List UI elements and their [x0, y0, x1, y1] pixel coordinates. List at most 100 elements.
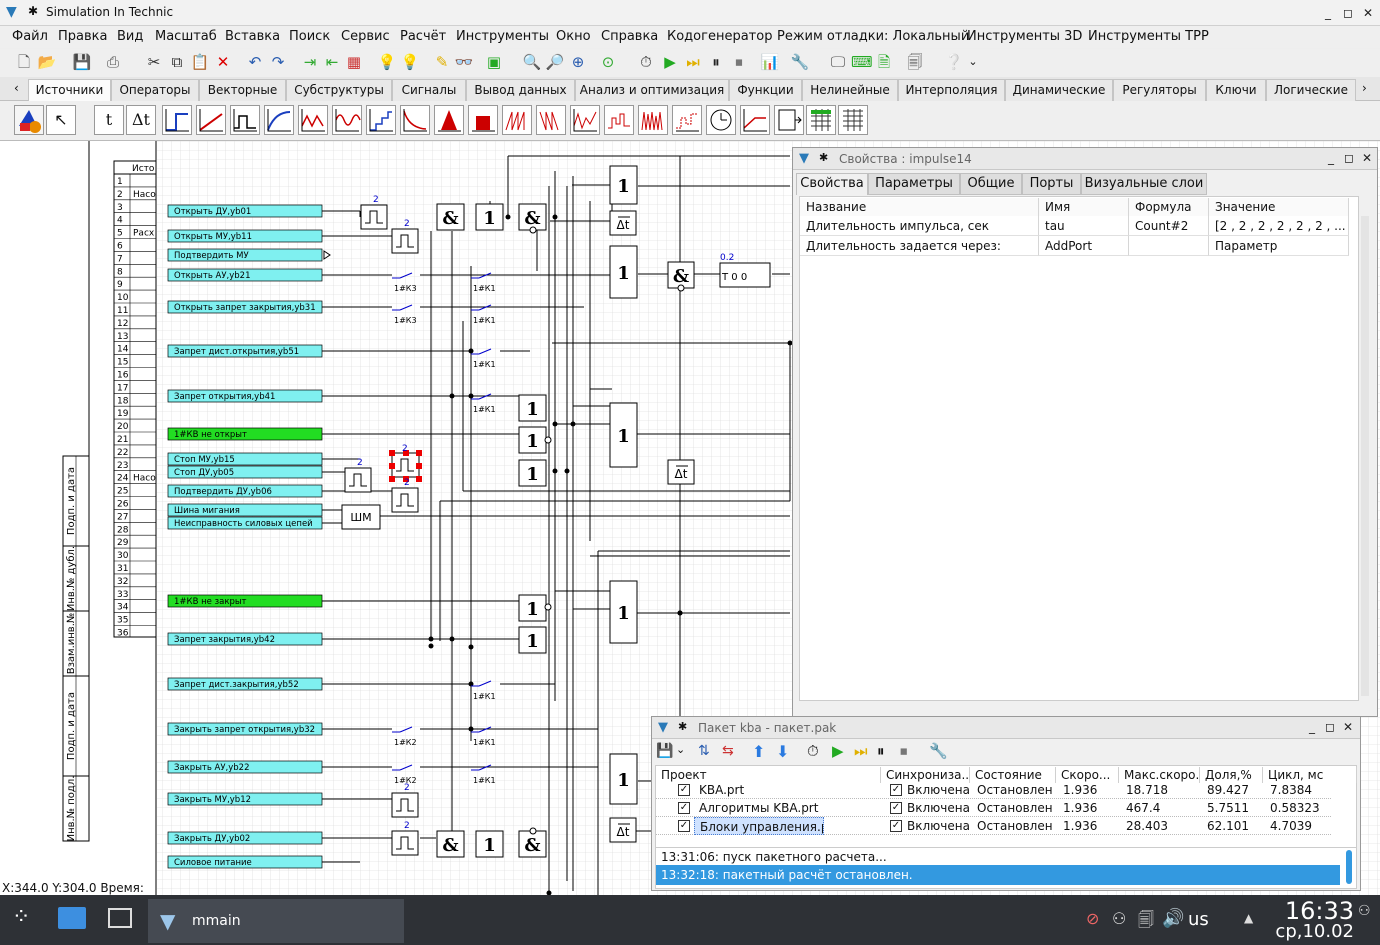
move-up-icon[interactable]: ⬆ — [752, 742, 766, 761]
prop-value-cell[interactable]: Параметр — [1209, 236, 1349, 256]
step-block-icon[interactable] — [162, 105, 192, 135]
sine-block-icon[interactable] — [332, 105, 362, 135]
keyboard-layout[interactable]: us — [1188, 909, 1209, 930]
tools-icon[interactable]: 🔧 — [790, 53, 810, 71]
tab-operators[interactable]: Операторы — [111, 79, 199, 101]
blocks-icon[interactable]: ▦ — [346, 53, 362, 71]
menu-help[interactable]: Справка — [601, 29, 659, 44]
minimize-icon[interactable]: _ — [1325, 6, 1331, 20]
log-scrollbar[interactable] — [1346, 850, 1352, 884]
desktop-icon[interactable] — [108, 908, 132, 928]
time-block[interactable]: t — [94, 105, 124, 135]
stop-icon[interactable]: ⏹ — [735, 53, 743, 71]
tabs-left-arrow-icon[interactable]: ‹ — [14, 81, 19, 95]
table-row[interactable]: ✓ Блоки управления.prt ✓ Включена Остано… — [656, 817, 1331, 835]
step-icon[interactable]: ⏭ — [854, 742, 868, 760]
triangle-block-icon[interactable] — [434, 105, 464, 135]
minimize-icon[interactable]: _ — [1309, 720, 1315, 734]
undo-icon[interactable]: ↶ — [248, 53, 262, 71]
tab-functions[interactable]: Функции — [729, 79, 802, 101]
row-enabled-checkbox[interactable]: ✓ — [678, 784, 690, 796]
column-speed[interactable]: Скоро... — [1056, 767, 1119, 783]
ramp-block-icon[interactable] — [196, 105, 226, 135]
group-icon[interactable]: ▣ — [486, 53, 502, 71]
saw-back-block-icon[interactable] — [536, 105, 566, 135]
close-icon[interactable]: ✕ — [1342, 720, 1354, 734]
clock-block-icon[interactable] — [706, 105, 736, 135]
prop-value-cell[interactable]: [2 , 2 , 2 , 2 , 2 , 2 , ... — [1209, 216, 1349, 236]
stair-block-icon[interactable] — [366, 105, 396, 135]
zoom-fit-icon[interactable]: ⊕ — [571, 53, 585, 71]
bulb-icon[interactable]: 💡 — [377, 53, 397, 71]
menu-window[interactable]: Окно — [556, 29, 591, 44]
pin-icon[interactable]: ✱ — [819, 151, 829, 164]
binoculars-icon[interactable]: 👓 — [454, 53, 474, 71]
paste-icon[interactable]: 📋 — [190, 53, 210, 71]
bulb-off-icon[interactable]: 💡 — [400, 53, 420, 71]
run-icon[interactable]: ▶ — [664, 53, 676, 71]
tab-signals[interactable]: Сигналы — [392, 79, 466, 101]
zoom-select-icon[interactable]: ⊙ — [601, 53, 615, 71]
tab-logic[interactable]: Логические — [1266, 79, 1356, 101]
column-cycle[interactable]: Цикл, мс — [1263, 767, 1357, 783]
save-icon[interactable]: 💾 — [72, 53, 92, 71]
show-desktop-icon[interactable]: ⚇ — [1358, 903, 1371, 919]
zoom-in-icon[interactable]: 🔍 — [522, 53, 542, 71]
menu-service[interactable]: Сервис — [341, 29, 390, 44]
spike-block-icon[interactable] — [638, 105, 668, 135]
monitor-icon[interactable]: 🖵 — [830, 53, 846, 71]
clipboard-icon[interactable]: 🗐 — [1138, 910, 1154, 929]
new-file-icon[interactable]: 🗋 — [17, 53, 31, 71]
tools-icon[interactable]: 🔧 — [929, 742, 948, 760]
row-enabled-checkbox[interactable]: ✓ — [678, 802, 690, 814]
menu-calc[interactable]: Расчёт — [400, 29, 447, 44]
timer-icon[interactable]: ⏱ — [640, 53, 652, 71]
folder-icon[interactable] — [58, 907, 86, 929]
table-row[interactable]: ✓ KBA.prt ✓ Включена Остановлен 1.936 18… — [656, 781, 1331, 799]
pin-icon[interactable]: ✱ — [678, 720, 688, 733]
delete-icon[interactable]: ✕ — [216, 53, 230, 71]
help-icon[interactable]: ❔ — [944, 53, 964, 71]
help-dropdown-icon[interactable]: ⌄ — [968, 55, 978, 68]
pulse-block-icon[interactable] — [230, 105, 260, 135]
brush-icon[interactable]: ✎ — [435, 53, 449, 71]
table-block-icon[interactable] — [838, 105, 868, 135]
noise-block-icon[interactable] — [570, 105, 600, 135]
network-off-icon[interactable]: ⊘ — [1086, 909, 1100, 928]
menu-view[interactable]: Вид — [117, 29, 144, 44]
column-value[interactable]: Значение — [1209, 198, 1349, 216]
log-line-selected[interactable]: 13:32:18: пакетный расчёт остановлен. — [656, 865, 1340, 885]
column-project[interactable]: Проект — [656, 767, 881, 783]
menu-debug-mode[interactable]: Режим отладки: Локальный — [777, 29, 970, 44]
chart-icon[interactable]: 📊 — [760, 53, 780, 71]
column-id[interactable]: Имя — [1039, 198, 1129, 216]
volume-icon[interactable]: 🔊 — [1162, 908, 1185, 929]
move-down-icon[interactable]: ⬇ — [776, 742, 790, 761]
pin-icon[interactable]: ✱ — [28, 4, 39, 18]
random-block-icon[interactable] — [604, 105, 634, 135]
tab-visual-layers[interactable]: Визуальные слои — [1081, 173, 1207, 195]
print-icon[interactable]: ⎙ — [106, 53, 119, 71]
menu-file[interactable]: Файл — [12, 29, 48, 44]
menu-tools[interactable]: Инструменты — [456, 29, 550, 44]
decay-block-icon[interactable] — [400, 105, 430, 135]
tray-up-icon[interactable]: ▲ — [1244, 911, 1254, 925]
sync-checkbox[interactable]: ✓ — [890, 820, 902, 832]
taskbar-app-mmain[interactable]: ▼ mmain — [148, 899, 404, 943]
tab-output[interactable]: Вывод данных — [466, 79, 575, 101]
save-icon[interactable]: 💾 — [656, 743, 674, 759]
clock-date[interactable]: ср,10.02 — [1275, 921, 1354, 942]
maximize-icon[interactable]: ◻ — [1343, 6, 1353, 20]
menu-search[interactable]: Поиск — [289, 29, 331, 44]
column-state[interactable]: Состояние — [970, 767, 1056, 783]
menu-codegen[interactable]: Кодогенератор — [667, 29, 773, 44]
wave-block-icon[interactable] — [298, 105, 328, 135]
menu-scale[interactable]: Масштаб — [155, 29, 217, 44]
step-icon[interactable]: ⏭ — [686, 53, 700, 71]
zoom-out-icon[interactable]: 🔎 — [545, 53, 565, 71]
file-block-icon[interactable] — [774, 105, 804, 135]
menu-tools-3d[interactable]: Инструменты 3D — [967, 29, 1083, 44]
run-icon[interactable]: ▶ — [832, 742, 844, 760]
shapes-block-icon[interactable] — [14, 105, 44, 135]
table-green-block-icon[interactable] — [806, 105, 836, 135]
